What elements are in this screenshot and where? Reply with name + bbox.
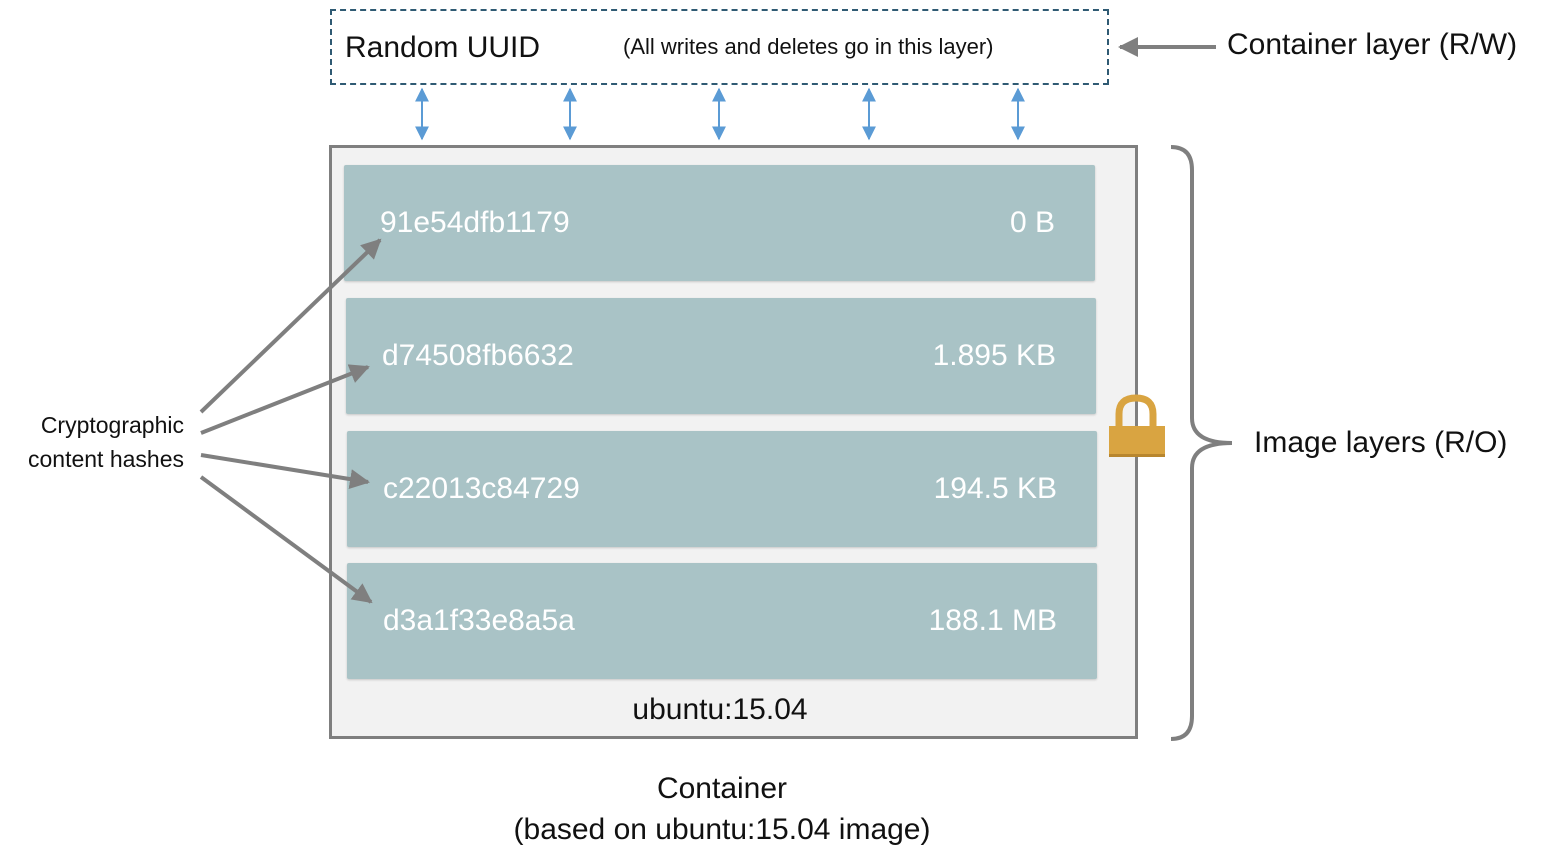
layer-size: 188.1 MB xyxy=(928,604,1057,637)
layer-size: 1.895 KB xyxy=(932,339,1056,372)
hash-pointer-arrow xyxy=(199,238,382,414)
caption-title: Container xyxy=(656,772,788,805)
hash-pointer-arrow xyxy=(200,453,370,489)
image-layer: d3a1f33e8a5a 188.1 MB xyxy=(347,563,1097,679)
container-layer-title: Random UUID xyxy=(345,31,541,64)
layer-size: 0 B xyxy=(1009,206,1055,239)
hash-pointer-arrow xyxy=(199,475,373,604)
content-hashes-label-line: Cryptographic xyxy=(40,412,184,438)
content-hashes-label-line: content hashes xyxy=(27,446,184,472)
content-hashes-label: Cryptographic content hashes xyxy=(8,408,184,476)
padlock-icon xyxy=(1109,394,1165,457)
image-layers-brace xyxy=(1170,145,1233,741)
container-layer-box xyxy=(330,9,1109,85)
layer-size: 194.5 KB xyxy=(933,472,1057,505)
diagram-caption: Container (based on ubuntu:15.04 image) xyxy=(422,768,1022,850)
container-layer-label: Container layer (R/W) xyxy=(1227,28,1518,61)
image-layer: c22013c84729 194.5 KB xyxy=(347,431,1097,547)
container-layer-note: (All writes and deletes go in this layer… xyxy=(623,34,994,59)
image-frame: 91e54dfb1179 0 B d74508fb6632 1.895 KB c… xyxy=(329,145,1138,739)
read-write-arrows xyxy=(415,87,1025,141)
layer-hash: 91e54dfb1179 xyxy=(380,206,570,239)
image-layer: 91e54dfb1179 0 B xyxy=(344,165,1095,281)
caption-subtitle: (based on ubuntu:15.04 image) xyxy=(513,813,931,846)
layer-hash: d74508fb6632 xyxy=(382,339,574,372)
layer-hash: c22013c84729 xyxy=(383,472,580,505)
hash-pointer-arrow xyxy=(200,364,370,435)
hash-pointer-arrows xyxy=(199,238,382,604)
image-layer: d74508fb6632 1.895 KB xyxy=(346,298,1096,414)
layer-hash: d3a1f33e8a5a xyxy=(383,604,575,637)
image-layers-label: Image layers (R/O) xyxy=(1254,426,1508,459)
image-name: ubuntu:15.04 xyxy=(632,693,808,726)
